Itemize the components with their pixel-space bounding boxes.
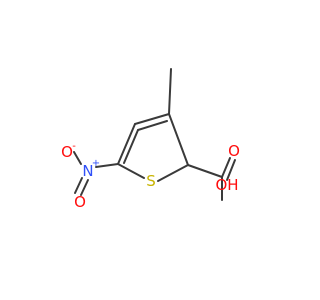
- bond-n-o-double-b: [80, 179, 89, 196]
- bond-c2-n: [95, 163, 119, 168]
- bond-methyl: [168, 68, 172, 115]
- atom-sulfur: S: [146, 172, 156, 190]
- bond-c2-c3: [117, 123, 136, 165]
- bond-c-o-double-a: [221, 157, 231, 178]
- bond-c3-c4: [134, 113, 170, 125]
- atom-nitro-oxygen-double: O: [74, 193, 86, 211]
- bond-c4-c5: [168, 113, 189, 166]
- nitro-oxygen-minus-charge: -: [72, 141, 76, 152]
- bond-n-o-double-a: [74, 177, 83, 194]
- bond-c3-c4-inner: [137, 120, 168, 131]
- bonds-group: [73, 68, 236, 201]
- bond-c5-cooh: [187, 164, 223, 178]
- atom-nitro-oxygen-minus: O: [61, 143, 73, 161]
- atom-nitro-nitrogen: N: [82, 162, 93, 180]
- bond-c-o-double-b: [226, 159, 236, 181]
- molecule-drawing: S N + O - O O OH: [61, 68, 240, 211]
- bond-s-c2: [117, 163, 145, 179]
- atom-hydroxyl: OH: [215, 176, 238, 194]
- bond-c5-s: [157, 164, 189, 182]
- structure-canvas: S N + O - O O OH: [61, 68, 240, 211]
- nitro-nitrogen-charge: +: [92, 158, 100, 169]
- bond-n-o-single: [73, 151, 82, 165]
- atom-carbonyl-oxygen: O: [228, 142, 240, 160]
- bond-c2-c3-inner: [123, 129, 139, 164]
